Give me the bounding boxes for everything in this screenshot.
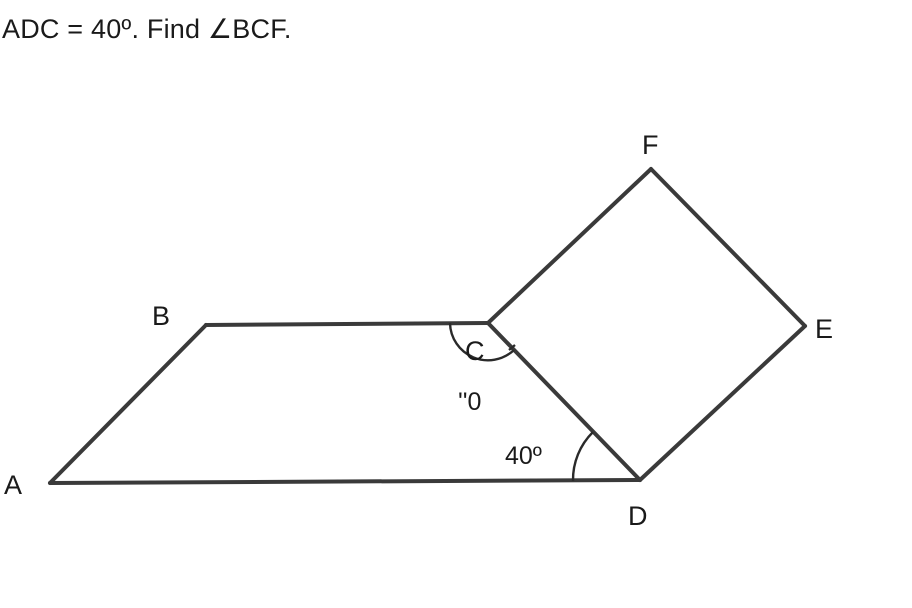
vertex-label-c: C	[465, 336, 485, 366]
vertex-label-b: B	[152, 301, 170, 331]
edge-cf	[486, 167, 653, 325]
angle-label-d: 40º	[505, 442, 542, 470]
angle-tick-c	[508, 344, 516, 351]
angle-arc-c	[448, 322, 515, 362]
edge-bc	[204, 321, 490, 327]
vertex-label-e: E	[815, 314, 833, 344]
edge-cd	[486, 321, 642, 482]
edge-ed	[638, 324, 807, 482]
edge-fe	[649, 167, 807, 328]
angle-arc-d	[571, 431, 594, 482]
edge-ab	[48, 323, 208, 485]
vertex-label-a: A	[4, 470, 22, 500]
vertex-label-f: F	[642, 130, 659, 160]
edge-ad	[48, 478, 642, 485]
angle-label-c: ''0	[458, 388, 481, 416]
vertex-label-d: D	[628, 501, 648, 531]
question-text: ADC = 40º. Find ∠BCF.	[2, 14, 292, 44]
